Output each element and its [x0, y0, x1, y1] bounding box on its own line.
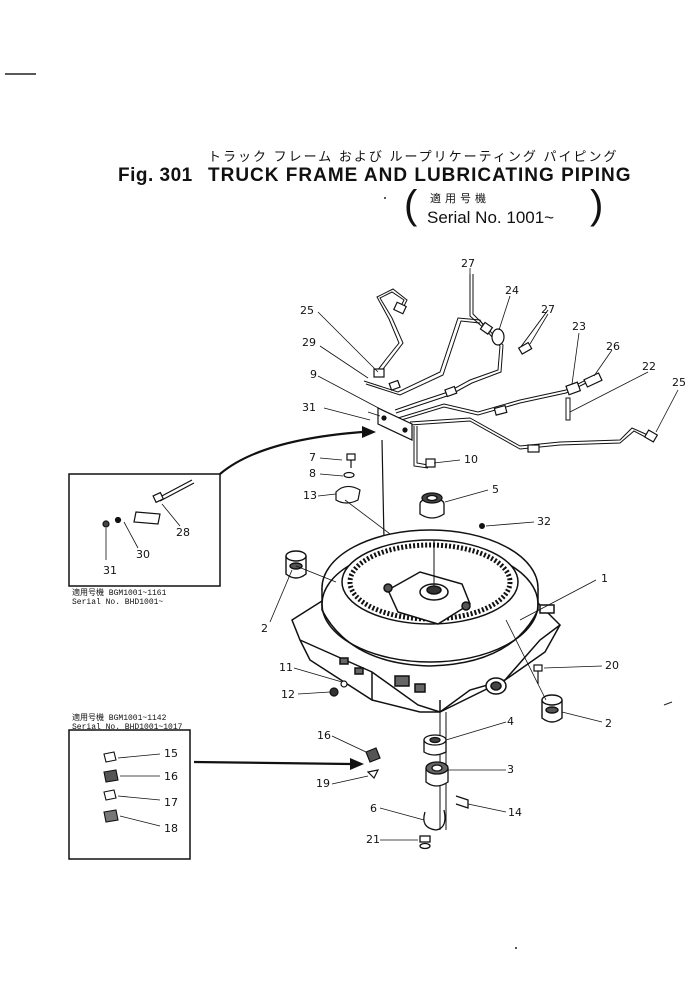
inset-top-parts — [102, 479, 195, 560]
callout-6: 6 — [370, 802, 377, 815]
inset-bottom-arrowhead — [350, 758, 364, 770]
close-paren: ) — [590, 183, 604, 227]
fitting-23 — [565, 397, 571, 421]
inset-top-callout-30: 30 — [136, 548, 150, 561]
small-parts-7-8-13 — [335, 453, 361, 504]
callout-9: 9 — [310, 368, 317, 381]
callout-11: 11 — [279, 661, 293, 674]
callout-13: 13 — [303, 489, 317, 502]
callout-8: 8 — [309, 467, 316, 480]
callout-1: 1 — [601, 572, 608, 585]
pipe-fittings — [373, 301, 659, 468]
roller-2-left — [285, 550, 307, 579]
bushing-5 — [419, 492, 445, 519]
bolt-20 — [533, 664, 543, 684]
pipe-bracket — [377, 407, 413, 441]
callout-27b: 27 — [541, 303, 555, 316]
callout-32: 32 — [537, 515, 551, 528]
leader-lines — [269, 268, 679, 841]
callout-5: 5 — [492, 483, 499, 496]
inset-bottom-parts — [103, 751, 161, 827]
callout-26: 26 — [606, 340, 620, 353]
inset-top-frame — [68, 473, 221, 587]
callout-12: 12 — [281, 688, 295, 701]
inset-bottom-callout-18: 18 — [164, 822, 178, 835]
title-english: TRUCK FRAME AND LUBRICATING PIPING — [208, 165, 632, 186]
callout-16: 16 — [317, 729, 331, 742]
callout-19: 19 — [316, 777, 330, 790]
roller-2-right — [541, 694, 563, 723]
inset-top-callout-31: 31 — [103, 564, 117, 577]
inset-bottom-arrow — [193, 760, 351, 766]
title-japanese: トラック フレーム および ループリケーティング パイピング — [208, 149, 619, 164]
callout-25b: 25 — [672, 376, 686, 389]
callout-31: 31 — [302, 401, 316, 414]
inset-bottom-note-serial: Serial No. BHD1001~1017 — [72, 723, 183, 732]
callout-29: 29 — [302, 336, 316, 349]
callout-7: 7 — [309, 451, 316, 464]
inset-bottom-callout-16: 16 — [164, 770, 178, 783]
parts-11-12 — [329, 680, 348, 697]
part-32-plug — [479, 523, 485, 529]
fittings-16-19 — [365, 747, 381, 780]
serial-japanese: 適用号機 — [430, 193, 490, 205]
open-paren: ( — [404, 183, 418, 227]
callout-27a: 27 — [461, 257, 475, 270]
callout-20: 20 — [605, 659, 619, 672]
callout-10: 10 — [464, 453, 478, 466]
callout-4: 4 — [507, 715, 514, 728]
callout-2b: 2 — [605, 717, 612, 730]
inset-top-callout-28: 28 — [176, 526, 190, 539]
inset-top-note-jp: 適用号機 BGM1001~1161 — [72, 589, 167, 598]
figure-label: Fig. 301 — [118, 165, 193, 186]
callout-14: 14 — [508, 806, 522, 819]
serial-english: Serial No. 1001~ — [427, 208, 555, 227]
inset-top-note-serial: Serial No. BHD1001~ — [72, 598, 164, 607]
inset-top-arrow — [219, 430, 363, 475]
inset-bottom-callout-15: 15 — [164, 747, 178, 760]
callout-2a: 2 — [261, 622, 268, 635]
inset-top-arrowhead — [362, 426, 376, 438]
truck-frame — [291, 529, 562, 713]
callout-23: 23 — [572, 320, 586, 333]
inset-bottom-callout-17: 17 — [164, 796, 178, 809]
callout-24: 24 — [505, 284, 519, 297]
callout-21: 21 — [366, 833, 380, 846]
callout-22: 22 — [642, 360, 656, 373]
callout-25a: 25 — [300, 304, 314, 317]
lower-parts-stack — [419, 712, 469, 850]
inset-bottom-note-jp: 適用号機 BGM1001~1142 — [72, 714, 167, 723]
piping-group — [363, 274, 652, 469]
callout-3: 3 — [507, 763, 514, 776]
inset-bottom-frame — [68, 729, 191, 860]
